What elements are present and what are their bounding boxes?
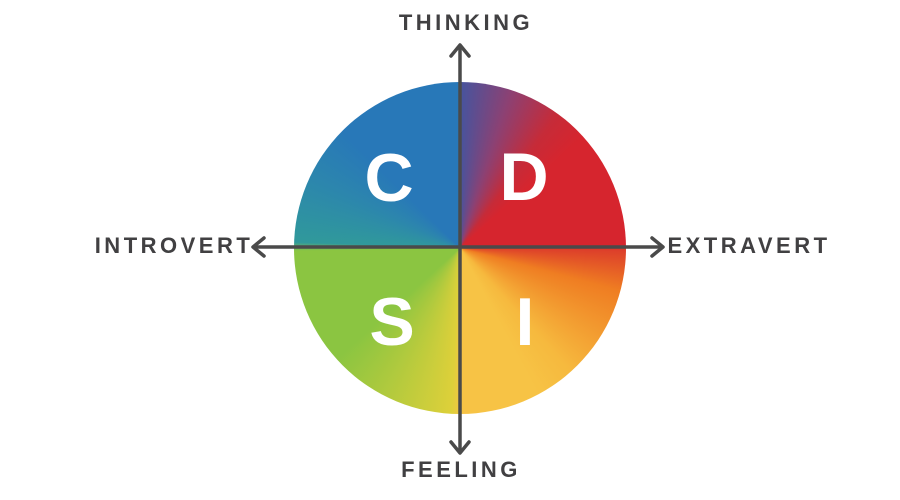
axis-label-introvert: INTROVERT xyxy=(94,233,254,258)
quadrant-letter-d: D xyxy=(499,139,549,215)
arrow-left-icon xyxy=(251,236,266,258)
quadrant-letter-i: I xyxy=(515,284,535,360)
arrow-up-icon xyxy=(449,43,471,58)
quadrant-letter-s: S xyxy=(369,284,415,360)
arrow-down-icon xyxy=(449,440,471,455)
vertical-axis xyxy=(449,43,471,455)
quadrant-letter-c: C xyxy=(364,140,414,216)
axis-label-feeling: FEELING xyxy=(401,457,521,482)
axis-label-thinking: THINKING xyxy=(398,10,534,35)
horizontal-axis xyxy=(251,236,665,258)
arrow-right-icon xyxy=(650,236,665,258)
axis-label-extravert: EXTRAVERT xyxy=(667,233,831,258)
